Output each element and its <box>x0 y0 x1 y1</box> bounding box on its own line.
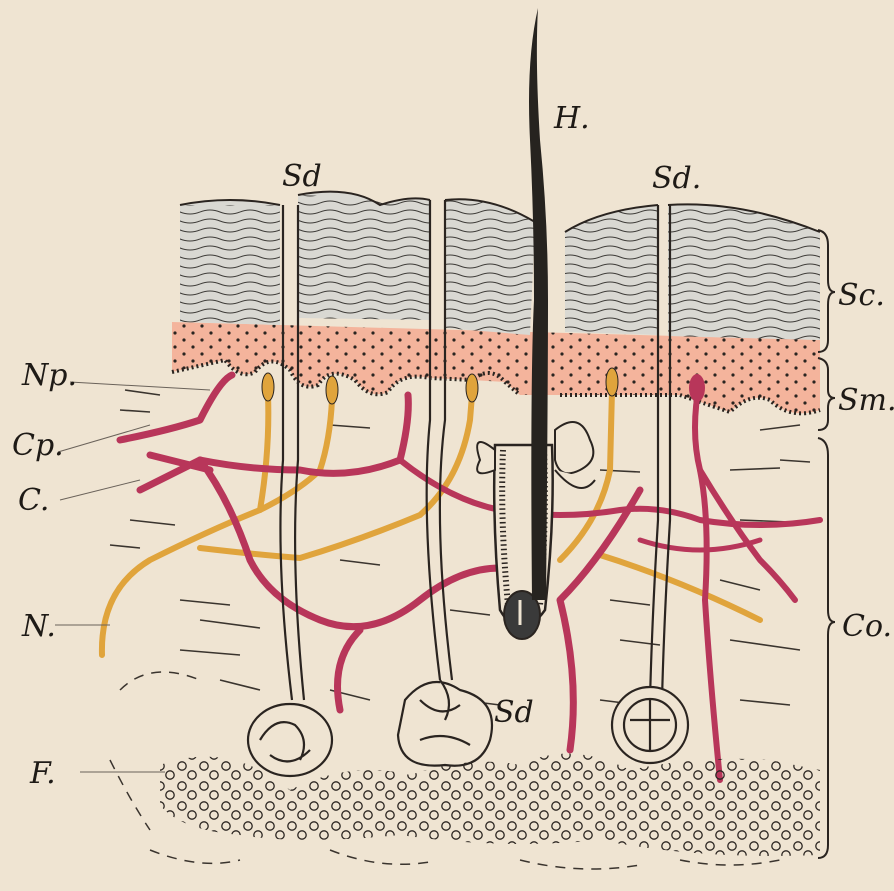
sweat-gland-left <box>248 704 332 776</box>
label-sweat-duct-left: Sd <box>282 159 322 194</box>
layer-brackets <box>818 230 835 858</box>
label-nerve: N. <box>21 609 56 644</box>
label-corium: Co. <box>842 609 892 644</box>
sweat-glands <box>248 680 688 776</box>
label-stratum-corneum: Sc. <box>838 278 885 313</box>
hair-shaft <box>529 8 548 600</box>
sweat-gland-right <box>612 687 688 763</box>
label-stratum-malpighii: Sm. <box>838 383 894 418</box>
label-sweat-duct-right: Sd. <box>652 161 701 196</box>
label-c: C. <box>18 483 49 518</box>
label-hair: H. <box>553 101 590 136</box>
nerve-fibres <box>102 390 760 655</box>
stratum-corneum-layer <box>180 192 820 340</box>
label-sweat-duct-lower: Sd <box>494 695 534 730</box>
label-fat: F. <box>29 756 56 791</box>
label-nerve-papilla: Np. <box>21 358 77 393</box>
sweat-gland-middle <box>398 680 492 766</box>
vessel-loop <box>689 374 705 402</box>
label-capillary: Cp. <box>12 428 64 463</box>
